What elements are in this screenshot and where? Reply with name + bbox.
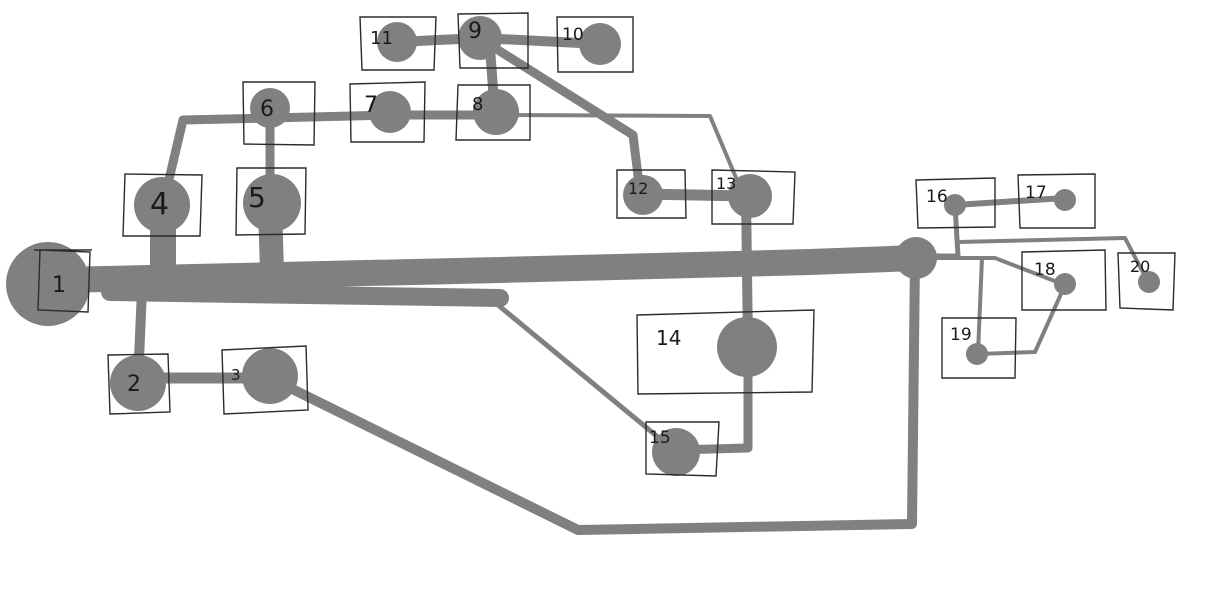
node-5-dot xyxy=(243,174,301,232)
node-17-box xyxy=(1017,173,1096,229)
node-10-label: 10 xyxy=(562,25,584,45)
node-17-label: 17 xyxy=(1025,183,1047,203)
node-3-label: 3 xyxy=(231,366,241,384)
node-19-dot xyxy=(966,343,988,365)
node-11-label: 11 xyxy=(370,28,393,49)
node-3-box xyxy=(221,345,309,415)
node-8-box xyxy=(455,84,531,141)
labels: 1 2 3 4 5 6 7 8 9 10 11 12 13 14 15 16 1… xyxy=(52,19,1150,448)
node-9-dot xyxy=(458,16,502,60)
edge-8-13 xyxy=(493,113,744,194)
node-4-label: 4 xyxy=(150,187,169,222)
node-20-label: 20 xyxy=(1130,257,1150,276)
edge-4-6 xyxy=(158,113,275,210)
node-7-dot xyxy=(369,91,411,133)
node-12-dot xyxy=(623,175,663,215)
node-16-box xyxy=(915,177,996,229)
node-11-dot xyxy=(377,22,417,62)
node-5-label: 5 xyxy=(248,181,266,214)
node-15-label: 15 xyxy=(649,428,671,448)
edges xyxy=(47,33,1150,535)
node-1-dot xyxy=(6,242,90,326)
node-6-box xyxy=(242,81,316,146)
node-2-label: 2 xyxy=(127,372,141,397)
edge-14-15 xyxy=(671,340,753,455)
node-3-dot xyxy=(242,348,298,404)
edge-hub-18 xyxy=(913,256,1067,287)
node-12-label: 12 xyxy=(628,179,648,198)
node-12-box xyxy=(616,169,687,219)
node-20-box xyxy=(1117,252,1176,311)
node-14-box xyxy=(636,309,815,395)
node-9-box xyxy=(457,12,529,69)
node-2-dot xyxy=(110,355,166,411)
node-6-label: 6 xyxy=(260,97,274,122)
node-10-dot xyxy=(579,23,621,65)
node-19-box xyxy=(941,317,1017,379)
boxes xyxy=(34,12,1176,477)
node-1-box xyxy=(34,249,92,313)
node-14-label: 14 xyxy=(656,326,681,350)
edge-9-12 xyxy=(477,35,645,197)
node-14-dot xyxy=(717,317,777,377)
edge-1-hub xyxy=(47,245,928,293)
node-17-dot xyxy=(1054,189,1076,211)
node-8-label: 8 xyxy=(472,94,483,115)
edge-3-hub xyxy=(265,253,920,535)
node-18-box xyxy=(1021,249,1107,311)
node-1-label: 1 xyxy=(52,273,66,298)
node-5-box xyxy=(235,167,307,236)
edge-hub-20 xyxy=(956,236,1150,284)
node-4-dot xyxy=(134,177,190,233)
nodes xyxy=(6,16,1160,476)
node-11-box xyxy=(359,16,437,71)
hub-dot xyxy=(895,237,937,279)
edge-18-19 xyxy=(976,283,1067,356)
node-10-box xyxy=(556,16,634,73)
node-16-label: 16 xyxy=(926,187,948,207)
node-15-dot xyxy=(652,428,700,476)
node-9-label: 9 xyxy=(468,19,482,44)
node-4-box xyxy=(122,173,203,237)
node-6-dot xyxy=(250,88,290,128)
node-8-dot xyxy=(473,89,519,135)
edge-1-hub-lower xyxy=(101,283,509,307)
node-15-box xyxy=(645,421,720,477)
edge-16-17 xyxy=(952,195,1068,208)
node-19-label: 19 xyxy=(950,325,972,345)
node-13-label: 13 xyxy=(716,174,736,193)
node-13-box xyxy=(711,169,796,225)
node-7-box xyxy=(349,81,426,143)
node-16-dot xyxy=(944,194,966,216)
node-7-label: 7 xyxy=(364,93,378,118)
node-2-box xyxy=(107,353,171,415)
node-18-label: 18 xyxy=(1034,260,1056,280)
edge-hub-19 xyxy=(976,256,984,355)
node-20-dot xyxy=(1138,271,1160,293)
node-18-dot xyxy=(1054,273,1076,295)
node-13-dot xyxy=(728,174,772,218)
